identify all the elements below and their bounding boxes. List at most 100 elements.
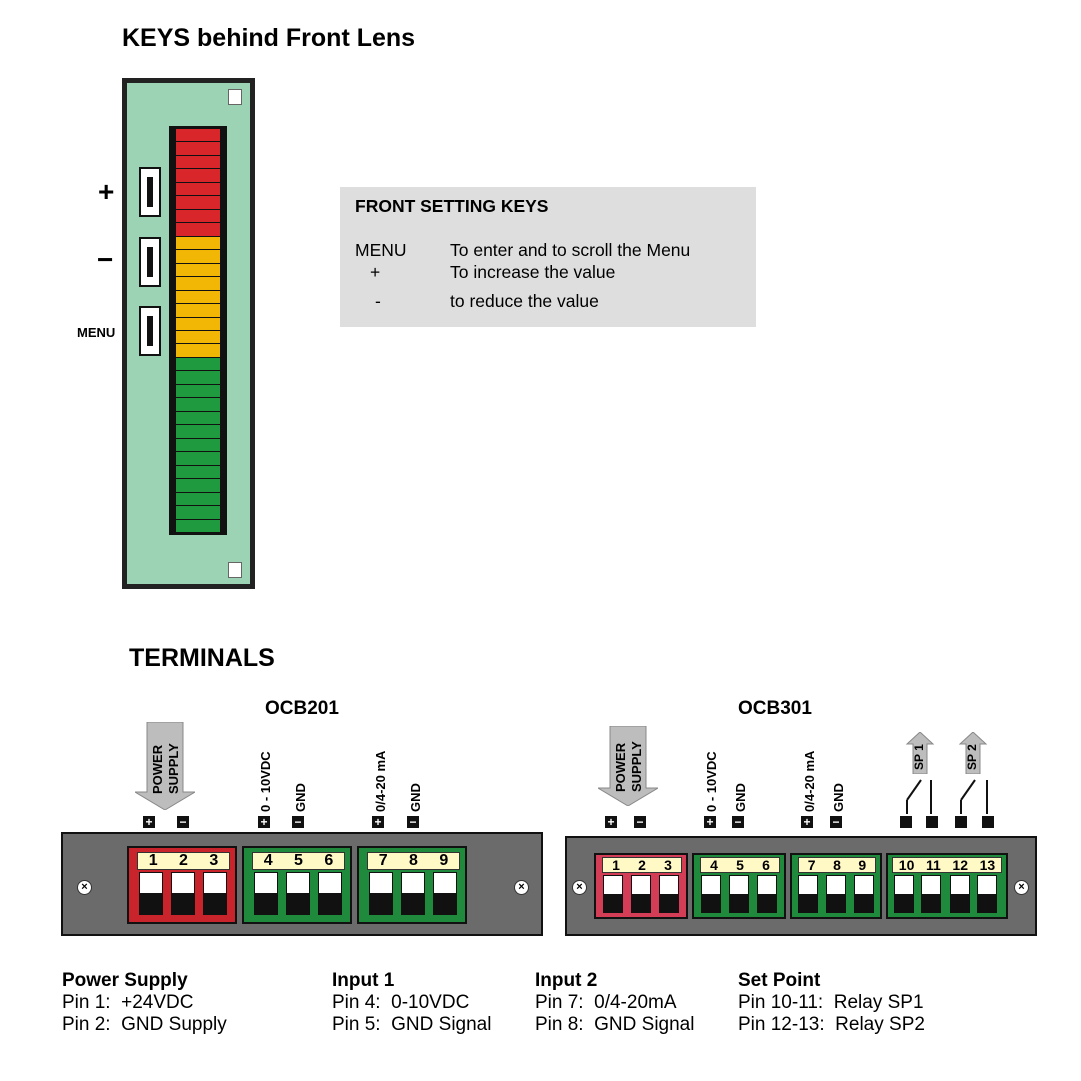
legend-input-1: Input 1 Pin 4: 0-10VDC Pin 5: GND Signal [332, 970, 491, 1036]
info-desc-menu: To enter and to scroll the Menu [450, 240, 691, 260]
led-segment [176, 276, 220, 290]
ocb301-input2-pos-label: 0/4-20 mA [802, 750, 817, 812]
led-segment [176, 222, 220, 236]
legend-line: Pin 7: 0/4-20mA [535, 992, 677, 1013]
terminal-pin-6[interactable] [757, 875, 777, 913]
pin-number: 6 [324, 852, 334, 869]
led-segment [176, 437, 220, 452]
led-segment [176, 410, 220, 425]
legend-line: Pin 8: GND Signal [535, 1014, 695, 1035]
screw-icon: × [514, 880, 529, 895]
terminal-pin-11[interactable] [921, 875, 941, 913]
plus-key-label: + [98, 176, 115, 207]
led-segment [176, 154, 220, 169]
legend-line: Pin 5: GND Signal [332, 1014, 492, 1035]
legend-input-2: Input 2 Pin 7: 0/4-20mA Pin 8: GND Signa… [535, 970, 694, 1036]
led-segment [176, 464, 220, 479]
minus-key[interactable] [139, 237, 161, 287]
pin-number: 7 [807, 857, 816, 873]
legend-title: Input 2 [535, 970, 598, 991]
led-segment [176, 181, 220, 196]
legend-line: Pin 10-11: Relay SP1 [738, 992, 924, 1013]
terminal-pin-3[interactable] [659, 875, 679, 913]
led-segment [176, 491, 220, 506]
screw-icon: × [1014, 880, 1029, 895]
led-segment [176, 356, 220, 371]
terminal-pin-1[interactable] [603, 875, 623, 913]
terminal-pin-4[interactable] [254, 872, 278, 915]
ocb301-power-arrow-icon [598, 726, 658, 806]
ocb201-pin-numbers-input2: 7 8 9 [367, 852, 460, 870]
terminal-pin-3[interactable] [203, 872, 227, 915]
legend-line: Pin 12-13: Relay SP2 [738, 1014, 925, 1035]
pin-number: 3 [664, 857, 672, 873]
terminal-pin-7[interactable] [798, 875, 818, 913]
pin-number: 11 [925, 857, 941, 873]
sp1-label: SP 1 [912, 744, 926, 770]
led-segment [176, 478, 220, 492]
terminal-pin-10[interactable] [894, 875, 914, 913]
led-segment [176, 505, 220, 519]
screw-icon: × [572, 880, 587, 895]
minus-icon: − [830, 816, 842, 828]
pin-number: 1 [148, 852, 158, 869]
led-segment [176, 208, 220, 223]
led-segment [176, 303, 220, 317]
minus-key-label: − [97, 244, 114, 275]
terminal-pin-4[interactable] [701, 875, 721, 913]
ocb201-input2-neg-label: GND [408, 783, 423, 812]
ocb301-pin-numbers-power: 1 2 3 [602, 857, 682, 873]
pin-number: 5 [736, 857, 744, 873]
terminal-pin-13[interactable] [977, 875, 997, 913]
legend-line: Pin 1: +24VDC [62, 992, 194, 1013]
front-setting-keys-box [340, 187, 756, 327]
terminal-pin-5[interactable] [729, 875, 749, 913]
pin-number: 13 [979, 857, 996, 873]
terminal-pin-9[interactable] [433, 872, 457, 915]
pin-number: 8 [833, 857, 841, 873]
terminal-pin-2[interactable] [631, 875, 651, 913]
terminal-pin-2[interactable] [171, 872, 195, 915]
terminal-pin-8[interactable] [401, 872, 425, 915]
minus-icon: − [634, 816, 646, 828]
menu-key[interactable] [139, 306, 161, 356]
pin-number: 2 [638, 857, 646, 873]
terminal-square-icon [955, 816, 967, 828]
ocb301-input1-neg-label: GND [733, 783, 748, 812]
terminal-pin-5[interactable] [286, 872, 310, 915]
terminal-pin-1[interactable] [139, 872, 163, 915]
panel-corner-top [228, 89, 242, 105]
led-segment [176, 330, 220, 344]
pin-number: 9 [858, 857, 867, 873]
led-segment [176, 249, 220, 263]
terminal-pin-12[interactable] [950, 875, 970, 913]
terminal-square-icon [982, 816, 994, 828]
terminal-pin-9[interactable] [854, 875, 874, 913]
led-segment [176, 289, 220, 304]
ocb201-input1-neg-label: GND [293, 783, 308, 812]
ocb201-title: OCB201 [265, 698, 339, 719]
pin-number: 12 [952, 857, 968, 873]
plus-key[interactable] [139, 167, 161, 217]
minus-icon: − [732, 816, 744, 828]
sp1-arrow-icon [905, 732, 935, 774]
legend-power-supply: Power Supply Pin 1: +24VDC Pin 2: GND Su… [62, 970, 227, 1036]
screw-icon: × [77, 880, 92, 895]
ocb201-pin-numbers-input1: 4 5 6 [252, 852, 345, 870]
ocb201-input1-pos-label: 0 - 10VDC [258, 751, 273, 812]
menu-key-label: MENU [77, 325, 116, 340]
relay-contacts-icon [906, 779, 988, 814]
terminal-pin-6[interactable] [318, 872, 342, 915]
sp2-label: SP 2 [965, 744, 979, 770]
plus-icon: + [258, 816, 270, 828]
pin-number: 4 [710, 857, 718, 873]
plus-icon: + [704, 816, 716, 828]
ocb201-pin-numbers-power: 1 2 3 [137, 852, 230, 870]
ocb301-power-label-1: POWER [613, 742, 628, 792]
legend-line: Pin 2: GND Supply [62, 1014, 227, 1035]
terminal-pin-7[interactable] [369, 872, 393, 915]
led-segment [176, 128, 220, 142]
info-desc-minus: to reduce the value [450, 291, 599, 311]
terminal-pin-8[interactable] [826, 875, 846, 913]
led-segment [176, 168, 220, 182]
